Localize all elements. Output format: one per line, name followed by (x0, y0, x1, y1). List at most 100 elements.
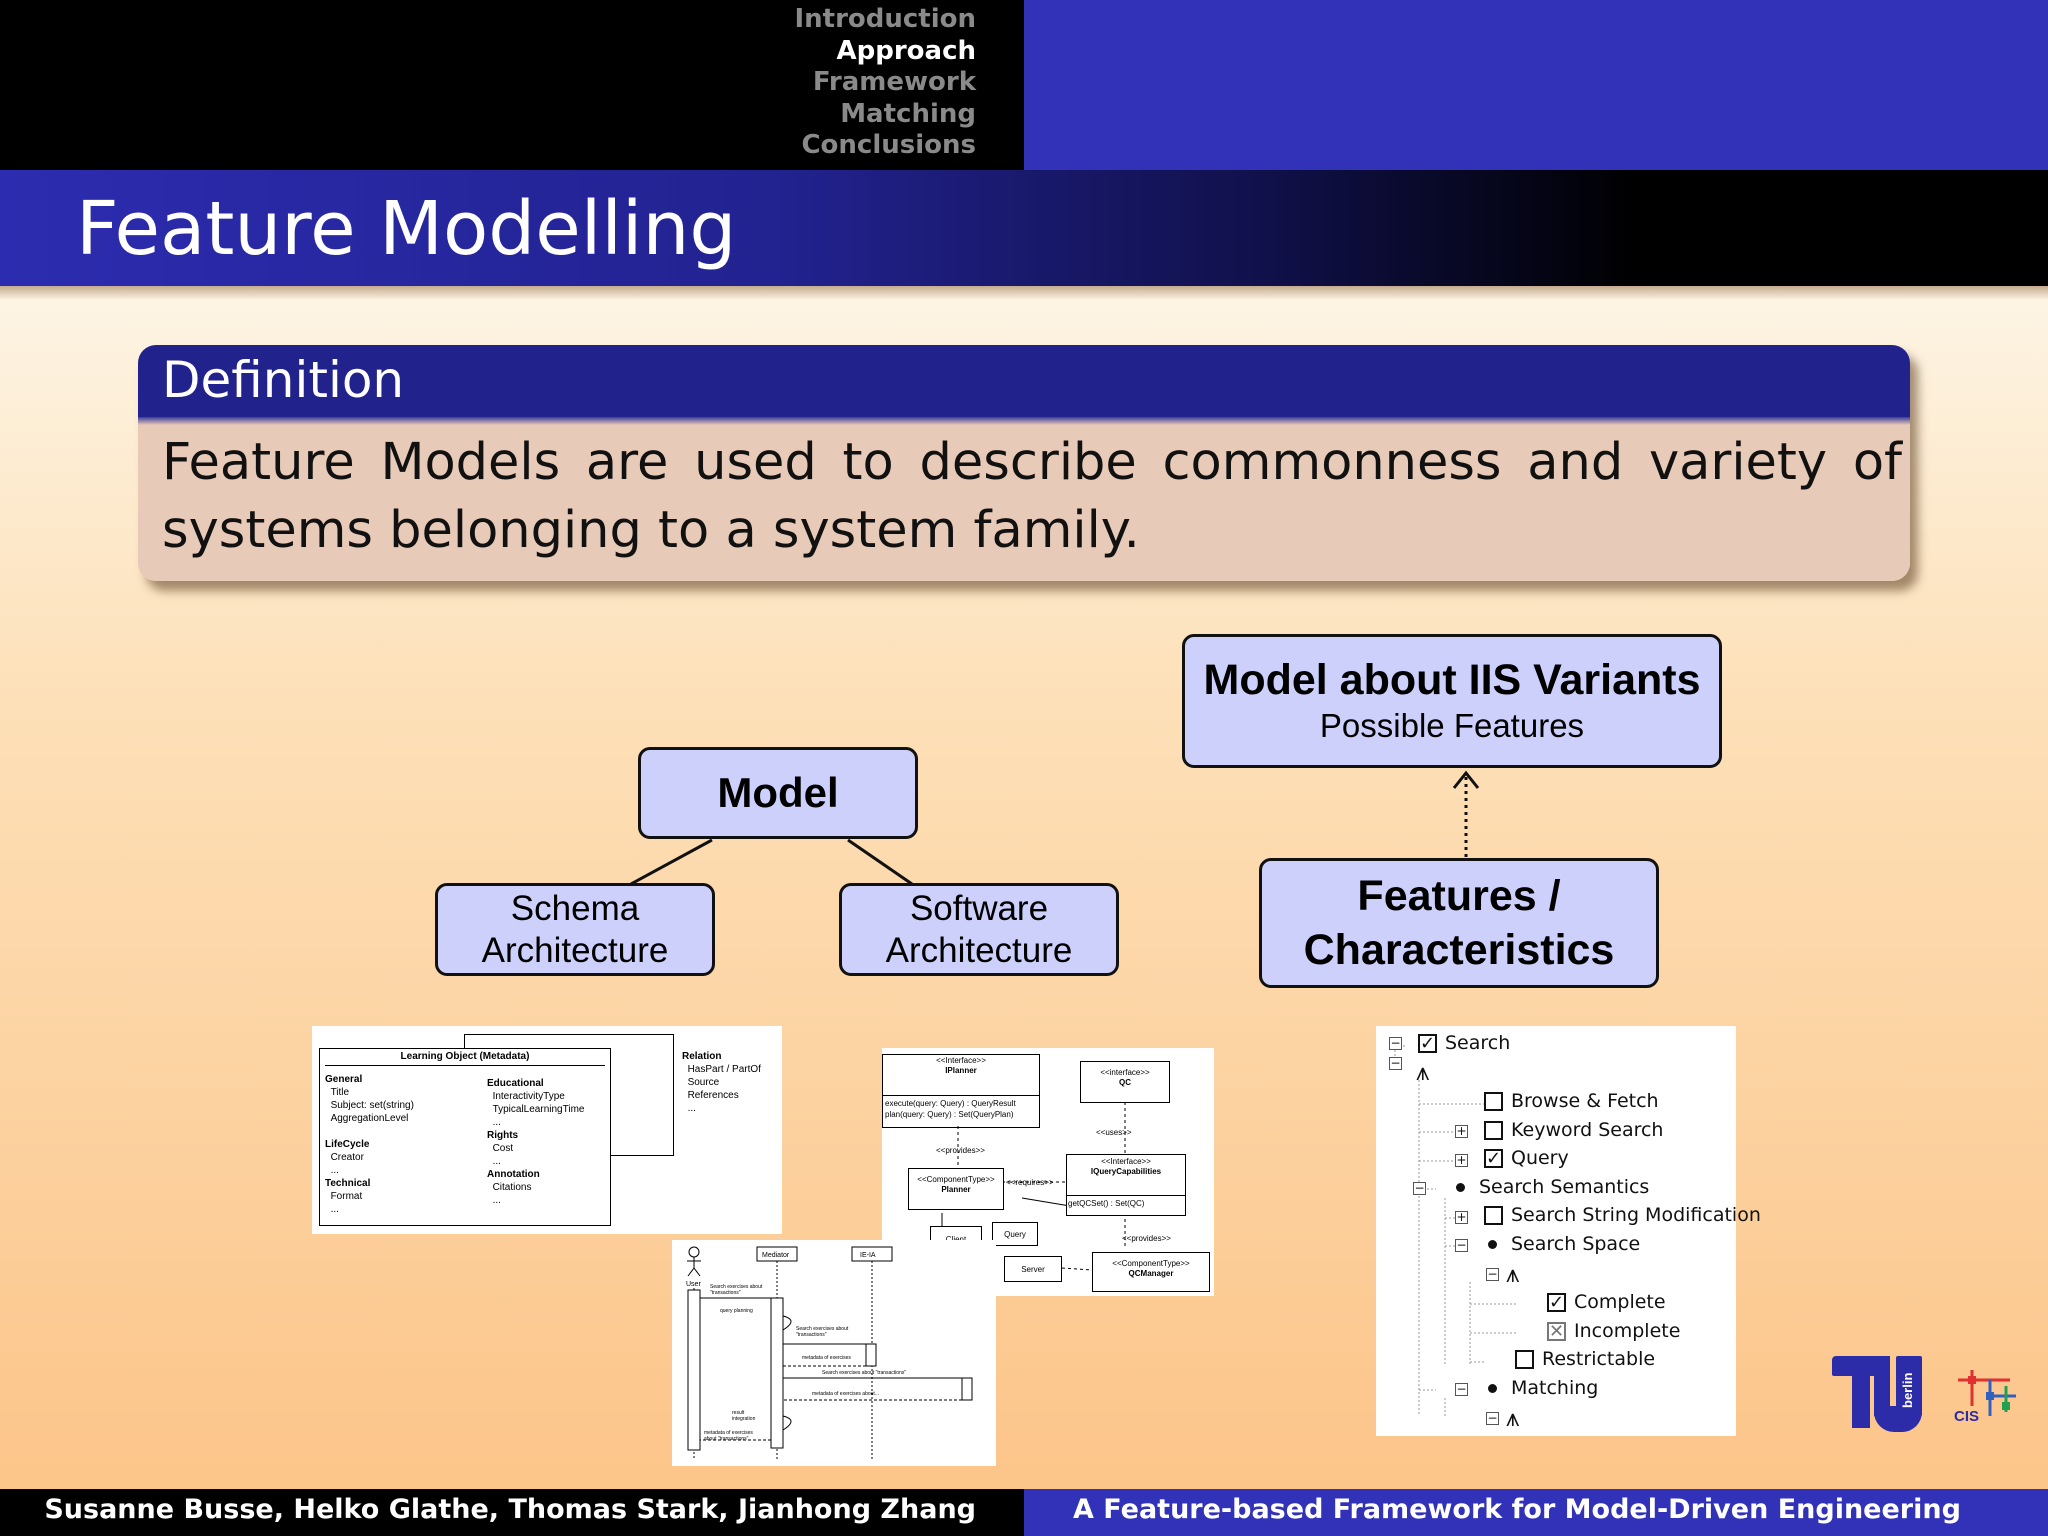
schema-item: Format (330, 1191, 363, 1202)
client-name: Client (931, 1233, 981, 1246)
schema-item: AggregationLevel (330, 1113, 409, 1124)
definition-divider (138, 417, 1910, 425)
footer-authors: Susanne Busse, Helko Glathe, Thomas Star… (44, 1494, 976, 1525)
section-navigation: Introduction Approach Framework Matching… (794, 4, 976, 162)
checkbox-crossed-icon[interactable]: ✕ (1547, 1320, 1566, 1342)
header-right (1024, 0, 2048, 170)
expand-toggle[interactable]: + (1455, 1210, 1468, 1224)
collapse-toggle[interactable]: − (1389, 1036, 1402, 1050)
variants-box: Model about IIS Variants Possible Featur… (1182, 634, 1722, 768)
collapse-toggle[interactable]: − (1455, 1382, 1468, 1396)
dependency-arrowhead (1452, 770, 1480, 789)
collapse-toggle[interactable]: − (1389, 1056, 1402, 1070)
tree-node-incomplete[interactable]: ✕Incomplete (1547, 1320, 1680, 1342)
checkbox-icon[interactable] (1515, 1349, 1534, 1369)
variants-subtitle: Possible Features (1319, 707, 1585, 744)
alternative-group-icon: ⩚ (1416, 1058, 1430, 1086)
model-label: Model (717, 769, 839, 816)
tree-node-alternative: ⩚ (1506, 1260, 1526, 1288)
checkbox-checked-icon[interactable]: ✓ (1547, 1291, 1566, 1313)
schema-relation: Relation HasPart / PartOf Source Referen… (682, 1050, 761, 1115)
checkbox-icon[interactable] (1484, 1091, 1503, 1111)
footer-right (1024, 1489, 2048, 1536)
tree-node-restrictable[interactable]: Restrictable (1515, 1348, 1655, 1370)
tree-node-label: Matching (1511, 1377, 1599, 1399)
tree-node-browse-fetch[interactable]: Browse & Fetch (1484, 1090, 1659, 1112)
title-bar-shadow (0, 286, 2048, 300)
iplanner-stereotype: <<Interface>> (936, 1056, 986, 1065)
alternative-group-icon: ⩚ (1506, 1404, 1520, 1432)
schema-general-head: General (325, 1074, 363, 1085)
tree-node-query[interactable]: ✓ Query (1484, 1147, 1569, 1169)
tree-node-search-semantics[interactable]: Search Semantics (1452, 1176, 1649, 1198)
nav-item-conclusions[interactable]: Conclusions (801, 130, 976, 160)
expand-toggle[interactable]: + (1455, 1153, 1468, 1167)
qc-box: <<interface>> QC (1080, 1061, 1170, 1103)
variants-title: Model about IIS Variants (1203, 656, 1701, 704)
tree-node-alternative: ⩚ (1416, 1058, 1436, 1086)
checkbox-icon[interactable] (1484, 1120, 1503, 1140)
schema-item: ... (330, 1165, 339, 1176)
tu-logo-u-right (1896, 1356, 1922, 1416)
uses-label: <<uses>> (1096, 1128, 1132, 1137)
tree-node-search-space[interactable]: Search Space (1484, 1233, 1640, 1255)
tree-node-label: Keyword Search (1511, 1119, 1664, 1141)
schema-item: Creator (330, 1152, 364, 1163)
schema-item: Title (330, 1087, 350, 1098)
collapse-toggle[interactable]: − (1413, 1181, 1426, 1195)
iqc-name: IQueryCapabilities (1090, 1167, 1162, 1176)
schema-item: ... (492, 1156, 501, 1167)
provides-label-2: <<provides>> (1122, 1234, 1171, 1243)
nav-item-matching[interactable]: Matching (840, 98, 976, 129)
tree-node-search[interactable]: ✓ Search (1418, 1032, 1510, 1054)
schema-technical-head: Technical (325, 1178, 371, 1189)
mandatory-dot-icon (1488, 1383, 1497, 1393)
collapse-toggle[interactable]: − (1486, 1411, 1499, 1425)
iqc-stereotype: <<Interface>> (1101, 1157, 1151, 1166)
tree-node-label: Search String Modification (1511, 1204, 1761, 1226)
nav-item-introduction[interactable]: Introduction (794, 4, 976, 34)
checkbox-checked-icon[interactable]: ✓ (1418, 1032, 1437, 1054)
qc-name: QC (1119, 1078, 1131, 1087)
collapse-toggle[interactable]: − (1455, 1238, 1468, 1252)
seq-msg-3: Search exercises about "transactions" (796, 1326, 849, 1338)
expand-toggle[interactable]: + (1455, 1124, 1468, 1138)
nav-item-approach[interactable]: Approach (836, 35, 977, 66)
tree-node-matching[interactable]: Matching (1484, 1377, 1598, 1399)
seq-msg-4: metadata of exercises (802, 1355, 851, 1361)
iplanner-name: IPlanner (945, 1066, 977, 1075)
title-bar (0, 170, 2048, 286)
collapse-toggle[interactable]: − (1486, 1267, 1499, 1281)
qc-stereotype: <<interface>> (1100, 1068, 1150, 1077)
schema-item: References (687, 1090, 739, 1101)
checkbox-icon[interactable] (1484, 1205, 1503, 1225)
software-architecture-box: Software Architecture (839, 883, 1119, 976)
planner-stereotype: <<ComponentType>> (917, 1175, 995, 1184)
model-schema-link (630, 838, 713, 886)
schema-item: ... (492, 1195, 501, 1206)
tree-node-label: Query (1511, 1147, 1569, 1169)
tree-node-keyword-search[interactable]: Keyword Search (1484, 1119, 1663, 1141)
schema-class-title: Learning Object (Metadata) (400, 1051, 530, 1062)
tree-node-label: Search Semantics (1479, 1176, 1650, 1198)
server-box: Server (1004, 1256, 1062, 1282)
schema-item: Subject: set(string) (330, 1100, 414, 1111)
nav-item-framework[interactable]: Framework (812, 67, 976, 97)
schema-col2: Educational InteractivityType TypicalLea… (487, 1077, 584, 1207)
requires-label: <<requires>> (1006, 1178, 1054, 1187)
schema-annotation-head: Annotation (487, 1169, 540, 1180)
seq-ie: IE-IA (860, 1252, 876, 1259)
schema-line1: Schema (510, 888, 640, 928)
tree-node-label: Search (1445, 1032, 1511, 1054)
tree-node-search-string-modification[interactable]: Search String Modification (1484, 1204, 1761, 1226)
schema-col1: General Title Subject: set(string) Aggre… (325, 1073, 414, 1216)
checkbox-checked-icon[interactable]: ✓ (1484, 1147, 1503, 1169)
footer-left (0, 1489, 1024, 1536)
tu-logo-berlin: berlin (1900, 1372, 1915, 1408)
software-line2: Architecture (885, 930, 1073, 970)
tree-node-alternative: ⩚ (1506, 1404, 1526, 1432)
features-box: Features / Characteristics (1259, 858, 1659, 988)
seq-mediator: Mediator (762, 1252, 790, 1259)
tree-node-complete[interactable]: ✓Complete (1547, 1291, 1666, 1313)
